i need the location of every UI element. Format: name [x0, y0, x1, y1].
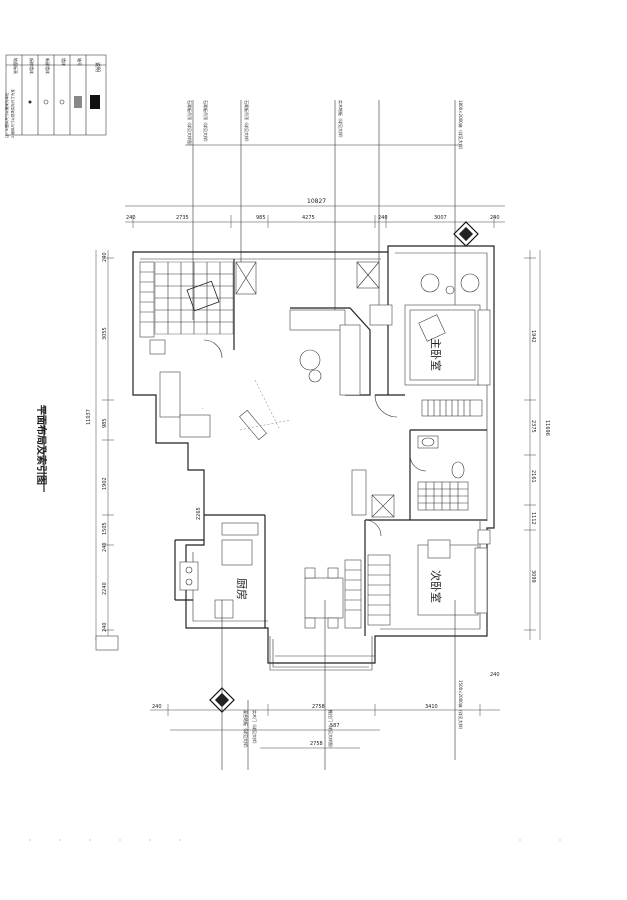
- dim-label: 2375: [530, 420, 536, 433]
- legend-row: 新建墙体: [45, 58, 51, 74]
- sofa: [289, 307, 371, 396]
- dim-label: 1942: [530, 330, 536, 343]
- watermark-dots: [29, 839, 561, 841]
- leader-lines-bottom: [221, 600, 456, 770]
- svg-text:·: ·: [202, 406, 203, 411]
- leader-label: 石膏板吊顶（详见大样）: [203, 100, 209, 144]
- legend-row: 墙体: [61, 58, 67, 66]
- dim-label: 3007: [434, 215, 447, 221]
- leader-label: 实木地板（详见大样）: [338, 100, 344, 140]
- dim-label: 4275: [302, 215, 315, 221]
- bookshelf: [139, 261, 211, 438]
- legend-row: 拆除墙体: [29, 58, 35, 74]
- bathroom-fixtures: [351, 435, 469, 518]
- dimension-right: [524, 250, 541, 640]
- dim-label: 2735: [176, 215, 189, 221]
- dimension-bottom: [150, 704, 500, 749]
- dim-label: 3055: [102, 327, 108, 340]
- dim-label: 1112: [530, 512, 536, 525]
- room-label-second-bedroom: 次卧室: [429, 570, 443, 603]
- dim-label: 240: [490, 215, 500, 221]
- index-symbol-top-right: [453, 221, 479, 247]
- second-bed: [367, 529, 491, 626]
- dim-overall-right: 11696: [544, 420, 550, 436]
- leader-label: 1500×2000床（详见大样）: [458, 680, 464, 732]
- dim-label: 240: [490, 672, 500, 678]
- dim-label: 3099: [530, 570, 536, 583]
- walls: [132, 245, 495, 671]
- dim-label: 240: [378, 215, 388, 221]
- dining-table: [304, 559, 362, 629]
- dim-label: 2265: [196, 507, 202, 520]
- dim-label: 2758: [312, 704, 325, 710]
- room-label-master-bedroom: 主卧室: [429, 338, 443, 371]
- dim-label: 1902: [102, 477, 108, 490]
- dim-label: 3410: [425, 704, 438, 710]
- leader-lines-top: [185, 100, 460, 320]
- dim-label: 240: [126, 215, 136, 221]
- legend-row: 轴号: [77, 58, 83, 66]
- tv-cabinet: [239, 409, 267, 441]
- leader-label: 石膏板吊顶（详见大样图）: [187, 100, 193, 148]
- legend-row: 地面标高: [13, 58, 19, 74]
- dim-label: 2161: [530, 470, 536, 483]
- master-bed: [369, 273, 491, 417]
- dim-label: 587: [330, 723, 340, 729]
- dim-label: 240: [152, 704, 162, 710]
- leader-label: 石膏板吊顶（详见大样）: [244, 100, 250, 144]
- dim-label: 2240: [102, 582, 108, 595]
- dim-label: 240: [102, 622, 108, 632]
- dim-overall-top: 10827: [307, 198, 326, 205]
- dim-label: 985: [256, 215, 266, 221]
- scale-box: [95, 635, 119, 651]
- study-floor-hatch: [154, 261, 234, 335]
- legend-table: 说明 轴号 墙体 新建墙体 拆除墙体 地面标高 注：1.图中尺寸以毫米为单位 2…: [4, 54, 107, 138]
- dim-overall-left: 11037: [86, 409, 92, 425]
- room-label-kitchen: 厨房: [235, 578, 248, 600]
- legend-header: 说明: [94, 62, 101, 72]
- leader-label: 实木门（详见大样）: [252, 710, 258, 746]
- kitchen-fixtures: [179, 522, 259, 619]
- dim-label: 2758: [310, 741, 323, 747]
- legend-note: 注：1.图中尺寸以毫米为单位: [4, 92, 9, 138]
- dim-label: 240: [102, 252, 108, 262]
- dim-label: 985: [102, 418, 108, 428]
- dim-label: 1505: [102, 522, 108, 535]
- dim-label: 240: [102, 542, 108, 552]
- dimension-top: [125, 205, 505, 228]
- leader-label: 1800×2000床（详见大样）: [458, 100, 464, 152]
- page-title: 平面布局及索引图: [35, 405, 48, 485]
- dimension-left: [95, 250, 114, 640]
- legend-note: 2.墙体尺寸以现场实际尺寸为准: [10, 89, 15, 138]
